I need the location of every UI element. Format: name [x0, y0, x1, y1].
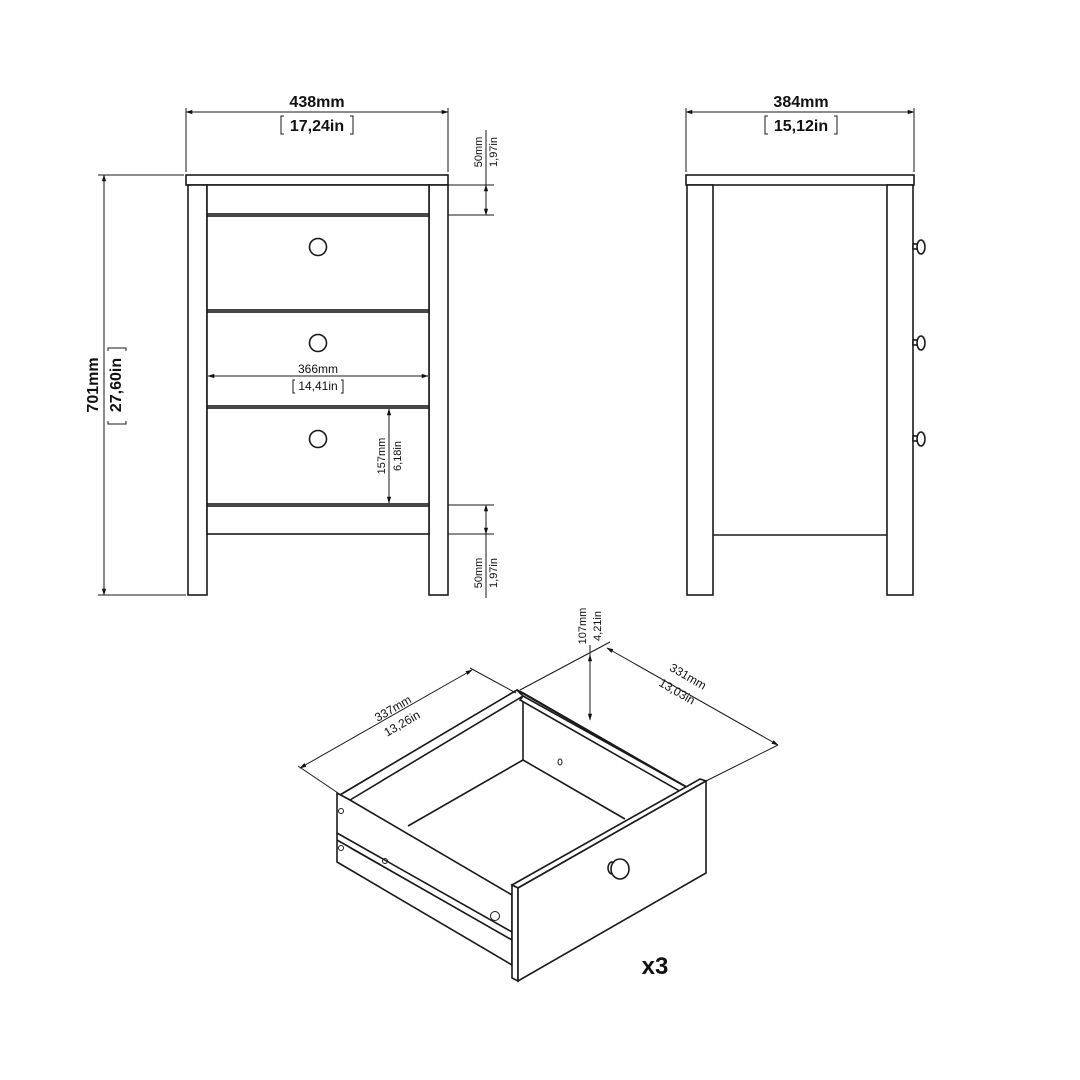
front-width-in: 17,24in — [290, 118, 344, 135]
front-width-mm: 438mm — [289, 94, 344, 111]
drawer-quantity-label: x3 — [642, 953, 669, 980]
side-depth-in: 15,12in — [774, 118, 828, 135]
drawer-front-height-mm: 157mm — [376, 438, 388, 475]
front-top-rail — [206, 184, 430, 215]
drawer-front-1 — [206, 215, 430, 311]
side-back-leg — [686, 184, 714, 596]
top-rail-mm: 50mm — [473, 137, 485, 168]
drawer-height-mm: 107mm — [577, 608, 589, 645]
side-knob-icon — [912, 239, 926, 255]
top-rail-in: 1,97in — [488, 137, 500, 167]
front-height-mm: 701mm — [85, 357, 102, 412]
drawer-front-height-in: 6,18in — [392, 441, 404, 471]
drawer-inner-width-mm: 366mm — [298, 362, 338, 376]
drawer-inner-width-in: 14,41in — [298, 379, 337, 393]
side-knob-icon — [912, 335, 926, 351]
bottom-rail-in: 1,97in — [488, 558, 500, 588]
front-view: 438mm 17,24in 701mm 27,60in 50mm 1,97in … — [85, 94, 500, 598]
front-top-slab — [185, 174, 449, 186]
side-front-leg — [886, 184, 914, 596]
drawer-front-3 — [206, 407, 430, 505]
front-left-leg — [187, 184, 208, 596]
drawer-knob-icon — [607, 858, 630, 880]
front-bottom-rail — [206, 505, 430, 535]
side-view: 384mm 15,12in — [685, 94, 926, 596]
knob-icon — [308, 429, 328, 449]
side-top-slab — [685, 174, 915, 186]
side-depth-mm: 384mm — [773, 94, 828, 111]
knob-icon — [308, 237, 328, 257]
drawer-front-2 — [206, 311, 430, 407]
front-height-in: 27,60in — [108, 358, 125, 412]
front-right-leg — [428, 184, 449, 596]
bottom-rail-mm: 50mm — [473, 558, 485, 589]
drawer-height-in: 4,21in — [592, 611, 604, 641]
drawer-isometric-view: 107mm 4,21in 337mm 13,26in 331mm 13,03in… — [297, 608, 779, 983]
knob-icon — [308, 333, 328, 353]
side-knob-icon — [912, 431, 926, 447]
